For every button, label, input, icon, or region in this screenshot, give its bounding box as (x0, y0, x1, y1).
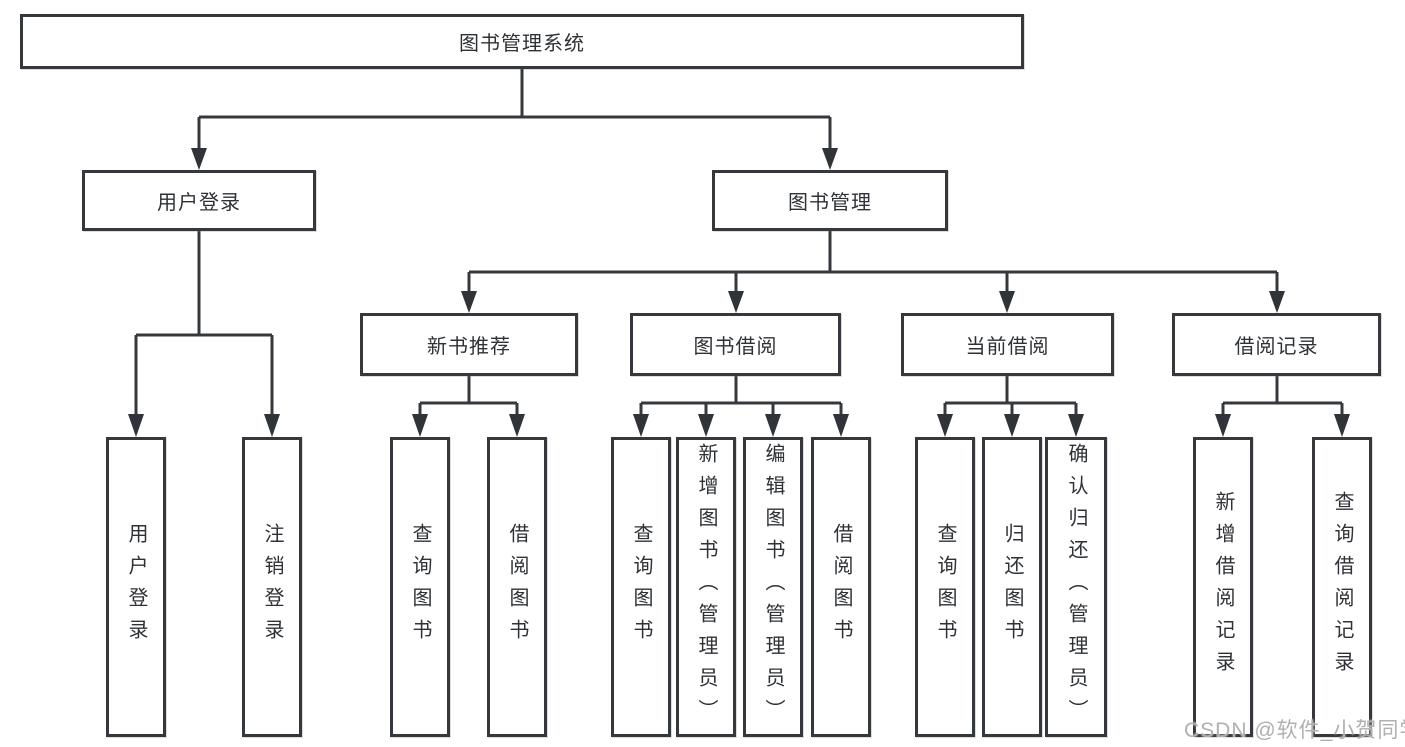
leaf-borrow-books-recommend-label: 借阅图书 (506, 523, 528, 651)
node-book-borrow: 图书借阅 (630, 313, 841, 376)
leaf-query-books-borrow-label: 查询图书 (630, 523, 652, 651)
leaf-return-books: 归还图书 (982, 437, 1042, 737)
leaf-query-books-recommend: 查询图书 (390, 437, 450, 737)
leaf-borrow-books-recommend: 借阅图书 (487, 437, 547, 737)
leaf-add-borrow-record: 新增借阅记录 (1193, 437, 1253, 737)
leaf-query-borrow-record: 查询借阅记录 (1312, 437, 1372, 737)
leaf-borrow-books: 借阅图书 (811, 437, 871, 737)
node-current-borrow-label: 当前借阅 (965, 336, 1050, 358)
leaf-query-books-borrow: 查询图书 (611, 437, 671, 737)
leaf-edit-books-admin-label: 编辑图书（管理员） (762, 443, 784, 731)
leaf-edit-books-admin: 编辑图书（管理员） (743, 437, 803, 737)
leaf-confirm-return-admin: 确认归还（管理员） (1045, 437, 1107, 737)
leaf-borrow-books-label: 借阅图书 (830, 523, 852, 651)
node-current-borrow: 当前借阅 (901, 313, 1114, 376)
node-new-book-recommend: 新书推荐 (360, 313, 578, 376)
arrowhead-group (128, 148, 1350, 437)
leaf-query-borrow-record-label: 查询借阅记录 (1331, 491, 1353, 683)
node-root: 图书管理系统 (20, 14, 1024, 69)
leaf-query-books-recommend-label: 查询图书 (409, 523, 431, 651)
node-user-login: 用户登录 (82, 170, 316, 231)
leaf-add-books-admin: 新增图书（管理员） (676, 437, 736, 737)
node-root-label: 图书管理系统 (459, 33, 585, 55)
csdn-watermark: CSDN @软件_小贺同学 (1184, 719, 1405, 742)
leaf-query-books-current: 查询图书 (915, 437, 975, 737)
node-new-book-recommend-label: 新书推荐 (427, 336, 511, 358)
node-user-login-label: 用户登录 (157, 192, 241, 214)
node-borrow-records-label: 借阅记录 (1234, 336, 1319, 358)
leaf-user-login-label: 用户登录 (125, 523, 147, 651)
leaf-query-books-current-label: 查询图书 (934, 523, 956, 651)
leaf-add-borrow-record-label: 新增借阅记录 (1212, 491, 1234, 683)
node-book-management-label: 图书管理 (788, 192, 872, 214)
node-book-borrow-label: 图书借阅 (693, 336, 778, 358)
leaf-return-books-label: 归还图书 (1001, 523, 1023, 651)
leaf-logout-label: 注销登录 (261, 523, 283, 651)
leaf-add-books-admin-label: 新增图书（管理员） (695, 443, 717, 731)
node-borrow-records: 借阅记录 (1172, 313, 1381, 376)
leaf-user-login: 用户登录 (106, 437, 166, 737)
leaf-confirm-return-admin-label: 确认归还（管理员） (1065, 443, 1087, 731)
node-book-management: 图书管理 (712, 170, 948, 231)
leaf-logout: 注销登录 (242, 437, 302, 737)
